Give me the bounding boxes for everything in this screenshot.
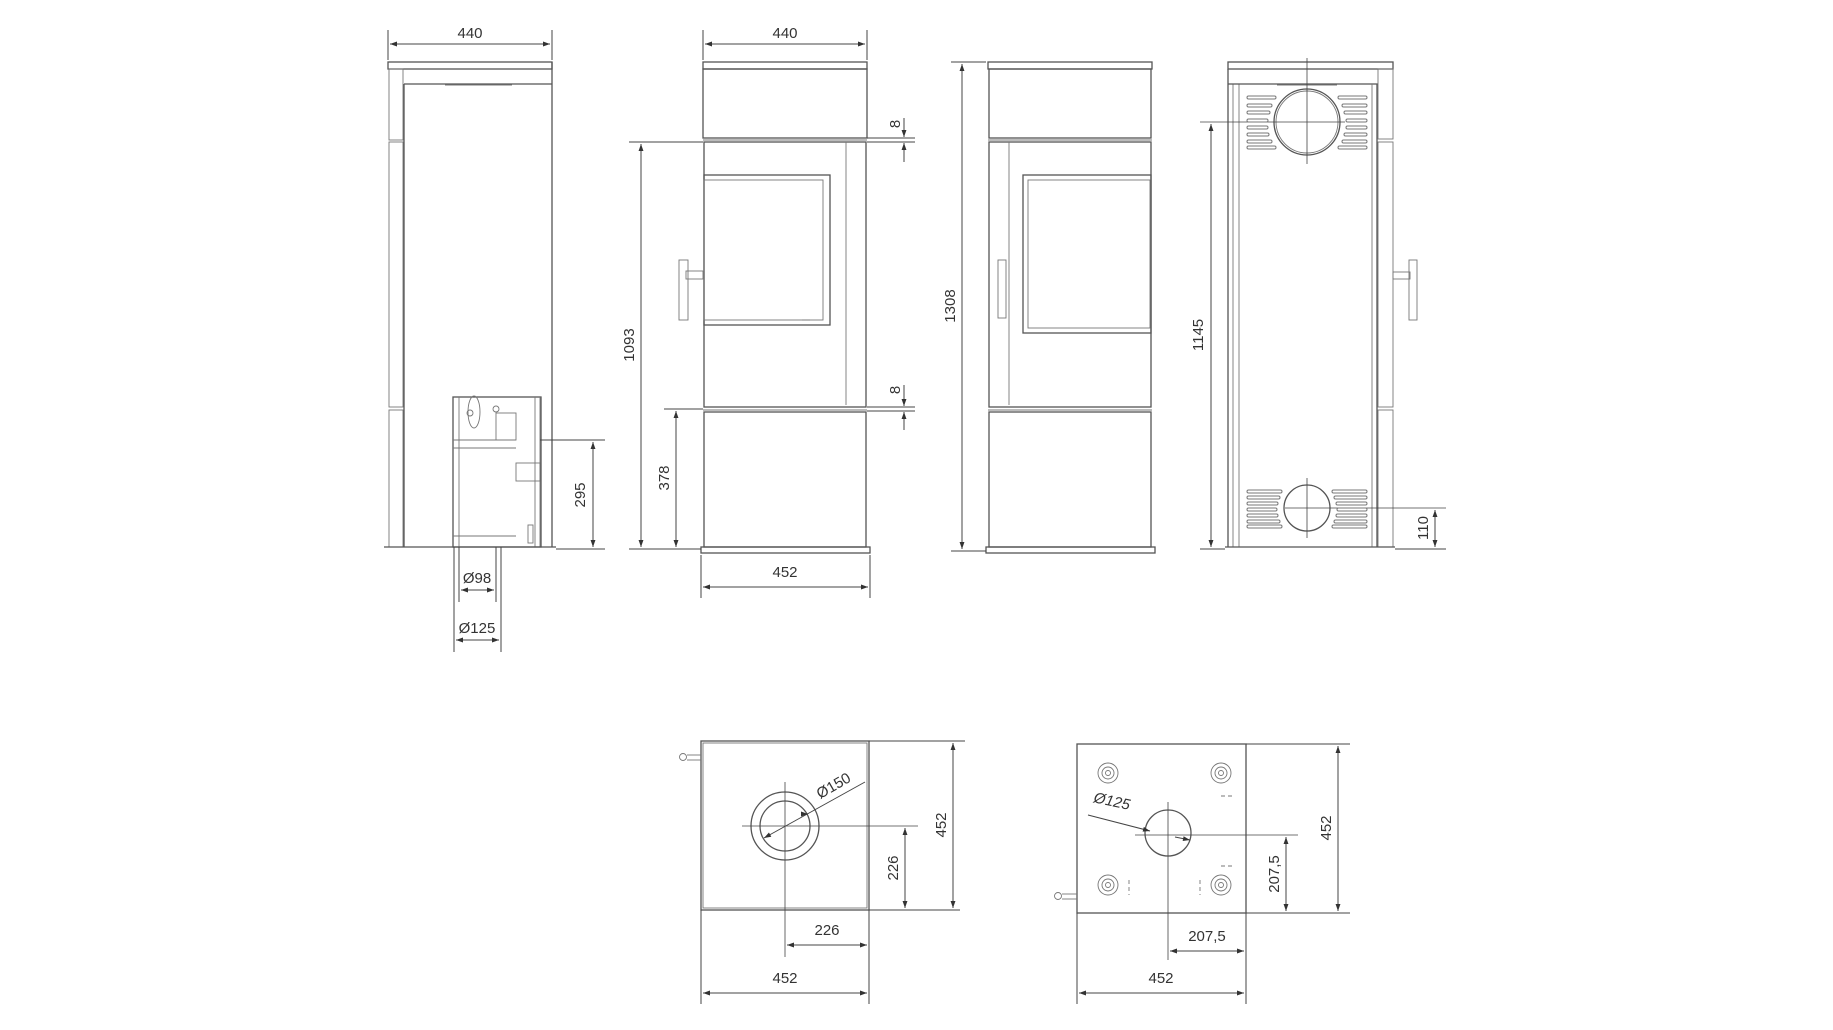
dim-inlet-height: 110 — [1415, 516, 1432, 540]
dim-center-y: 226 — [885, 855, 902, 880]
dim-air-inlet-diameter: Ø125 — [1091, 789, 1132, 814]
dim-depth: 452 — [1318, 815, 1335, 840]
dim-gap-top: 8 — [887, 120, 904, 128]
vent-slots-top — [1246, 95, 1368, 150]
dim-base-height: 378 — [656, 465, 673, 490]
front-view: 440 8 8 1093 378 452 — [621, 25, 915, 598]
dim-depth: 452 — [933, 812, 950, 837]
bottom-plan-view: Ø125 207,5 452 207,5 452 — [1054, 743, 1350, 1004]
rear-view: 1145 110 — [1190, 58, 1446, 550]
dim-door-height: 1093 — [621, 328, 638, 361]
dim-flue-diameter: Ø150 — [814, 770, 854, 803]
top-plan-view: Ø150 226 452 226 452 — [679, 740, 965, 1004]
dim-outlet-height: 295 — [572, 482, 589, 507]
vent-slots-bottom — [1246, 489, 1368, 529]
dim-inner-diameter: Ø98 — [463, 570, 491, 587]
dim-total-height: 1308 — [942, 289, 959, 322]
dim-center-x: 226 — [814, 922, 839, 939]
dim-gap-bottom: 8 — [887, 386, 904, 394]
dim-width-top: 440 — [457, 25, 482, 42]
feet — [1097, 762, 1232, 896]
dim-center-y: 207,5 — [1266, 855, 1283, 893]
side-section-view: 440 295 Ø98 Ø125 — [384, 25, 605, 652]
dim-width: 452 — [772, 970, 797, 987]
dim-width-base: 452 — [772, 564, 797, 581]
dim-outer-diameter: Ø125 — [459, 620, 496, 637]
side-view: 1308 — [942, 61, 1156, 554]
dim-width: 452 — [1148, 970, 1173, 987]
dim-width-top: 440 — [772, 25, 797, 42]
dim-outlet-height: 1145 — [1190, 319, 1207, 351]
dim-center-x: 207,5 — [1188, 928, 1226, 945]
